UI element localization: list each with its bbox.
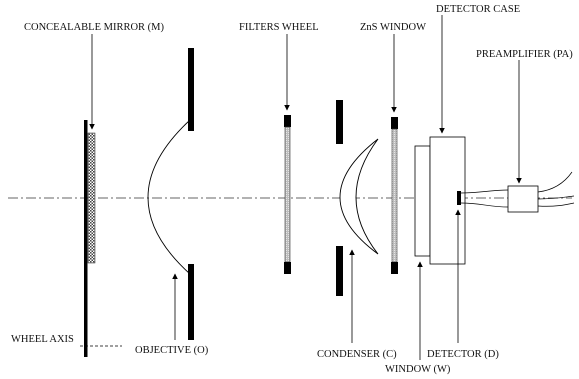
- label-condenser: CONDENSER (C): [317, 349, 397, 360]
- label-concealable-mirror: CONCEALABLE MIRROR (M): [24, 22, 165, 33]
- output-cable-bottom: [537, 202, 575, 207]
- label-wheel-axis: WHEEL AXIS: [11, 334, 74, 345]
- objective-lens: [147, 119, 191, 275]
- mirror-wheel-bar: [84, 120, 88, 357]
- zns-window-holder-bottom: [391, 262, 398, 274]
- zns-window-holder-top: [391, 117, 398, 129]
- label-filters-wheel: FILTERS WHEEL: [239, 22, 319, 33]
- output-cable-top: [537, 171, 573, 193]
- filter-element: [284, 126, 291, 263]
- objective-stop-bottom: [188, 264, 194, 340]
- label-zns-window: ZnS WINDOW: [360, 22, 426, 33]
- output-cable-mid: [537, 195, 575, 200]
- label-detector-case: DETECTOR CASE: [436, 4, 520, 15]
- filter-holder-bottom: [284, 262, 291, 274]
- condenser-lens: [339, 138, 379, 255]
- label-preamplifier: PREAMPLIFIER (PA): [476, 49, 573, 60]
- label-window: WINDOW (W): [385, 364, 451, 375]
- detector-wire-bottom: [460, 202, 509, 208]
- detector-wire-top: [460, 189, 509, 194]
- detector-element: [457, 191, 461, 205]
- objective-stop-top: [188, 48, 194, 131]
- zns-window-element: [391, 128, 398, 263]
- preamplifier-box: [507, 185, 539, 213]
- detector-window: [414, 145, 431, 257]
- filter-holder-top: [284, 115, 291, 127]
- label-objective: OBJECTIVE (O): [135, 345, 209, 356]
- condenser-stop-top: [336, 100, 343, 144]
- condenser-stop-bottom: [336, 246, 343, 296]
- label-detector: DETECTOR (D): [427, 349, 499, 360]
- concealable-mirror: [87, 132, 96, 264]
